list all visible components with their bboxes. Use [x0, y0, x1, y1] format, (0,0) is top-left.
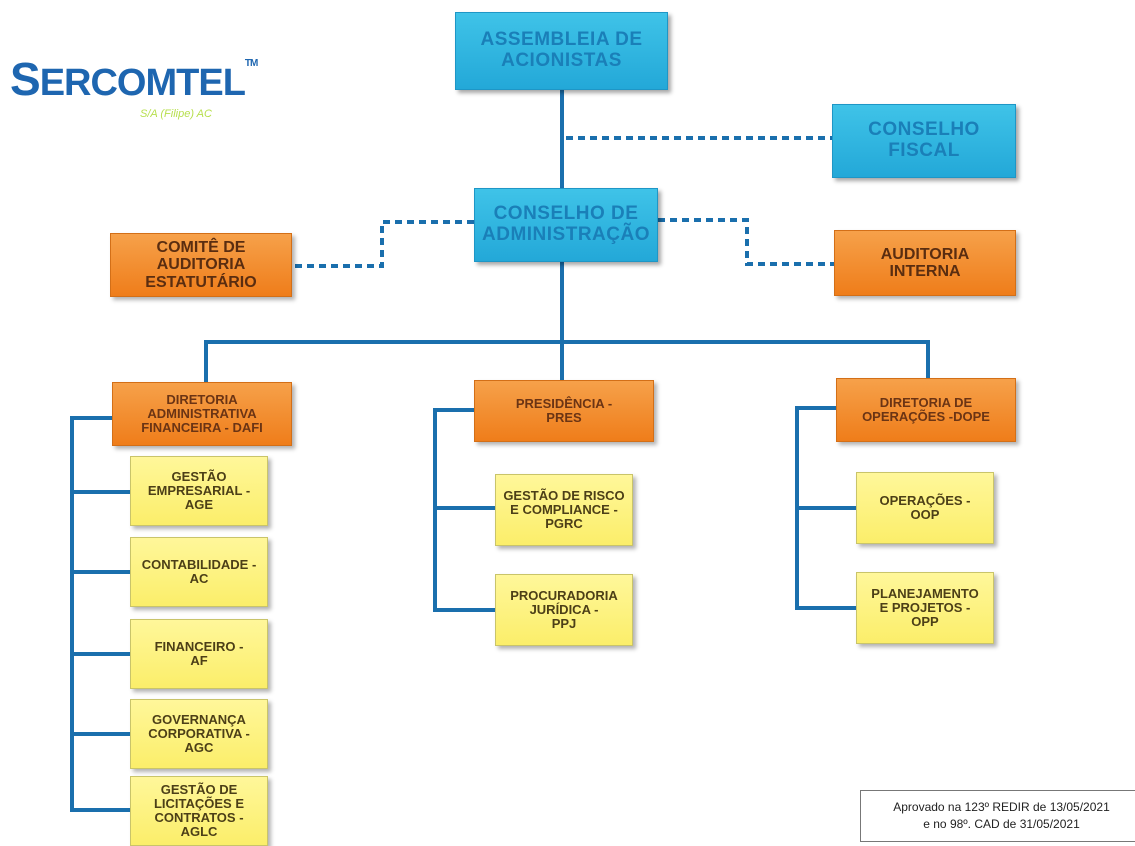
node-presidencia: PRESIDÊNCIA - PRES [474, 380, 654, 442]
node-financeiro: FINANCEIRO - AF [130, 619, 268, 689]
node-operacoes: OPERAÇÕES - OOP [856, 472, 994, 544]
node-licitacoes-contratos: GESTÃO DE LICITAÇÕES E CONTRATOS - AGLC [130, 776, 268, 846]
approval-line-1: Aprovado na 123º REDIR de 13/05/2021 [893, 800, 1110, 815]
dashed-connectors [292, 136, 834, 268]
logo-subtitle: S/A (Filipe) AC [140, 108, 212, 120]
sercomtel-logo: SERCOMTELTM [10, 53, 258, 105]
node-planejamento-projetos: PLANEJAMENTO E PROJETOS - OPP [856, 572, 994, 644]
node-assembleia-acionistas: ASSEMBLEIA DE ACIONISTAS [455, 12, 668, 90]
node-gestao-empresarial: GESTÃO EMPRESARIAL - AGE [130, 456, 268, 526]
node-dope: DIRETORIA DE OPERAÇÕES -DOPE [836, 378, 1016, 442]
node-dafi: DIRETORIA ADMINISTRATIVA FINANCEIRA - DA… [112, 382, 292, 446]
node-auditoria-interna: AUDITORIA INTERNA [834, 230, 1016, 296]
node-conselho-administracao: CONSELHO DE ADMINISTRAÇÃO [474, 188, 658, 262]
node-comite-auditoria: COMITÊ DE AUDITORIA ESTATUTÁRIO [110, 233, 292, 297]
node-conselho-fiscal: CONSELHO FISCAL [832, 104, 1016, 178]
node-procuradoria-juridica: PROCURADORIA JURÍDICA - PPJ [495, 574, 633, 646]
node-gestao-risco-compliance: GESTÃO DE RISCO E COMPLIANCE - PGRC [495, 474, 633, 546]
approval-line-2: e no 98º. CAD de 31/05/2021 [923, 817, 1080, 831]
node-contabilidade: CONTABILIDADE - AC [130, 537, 268, 607]
solid-connectors [70, 90, 930, 812]
node-governanca: GOVERNANÇA CORPORATIVA - AGC [130, 699, 268, 769]
approval-note: Aprovado na 123º REDIR de 13/05/2021 e n… [860, 790, 1135, 842]
